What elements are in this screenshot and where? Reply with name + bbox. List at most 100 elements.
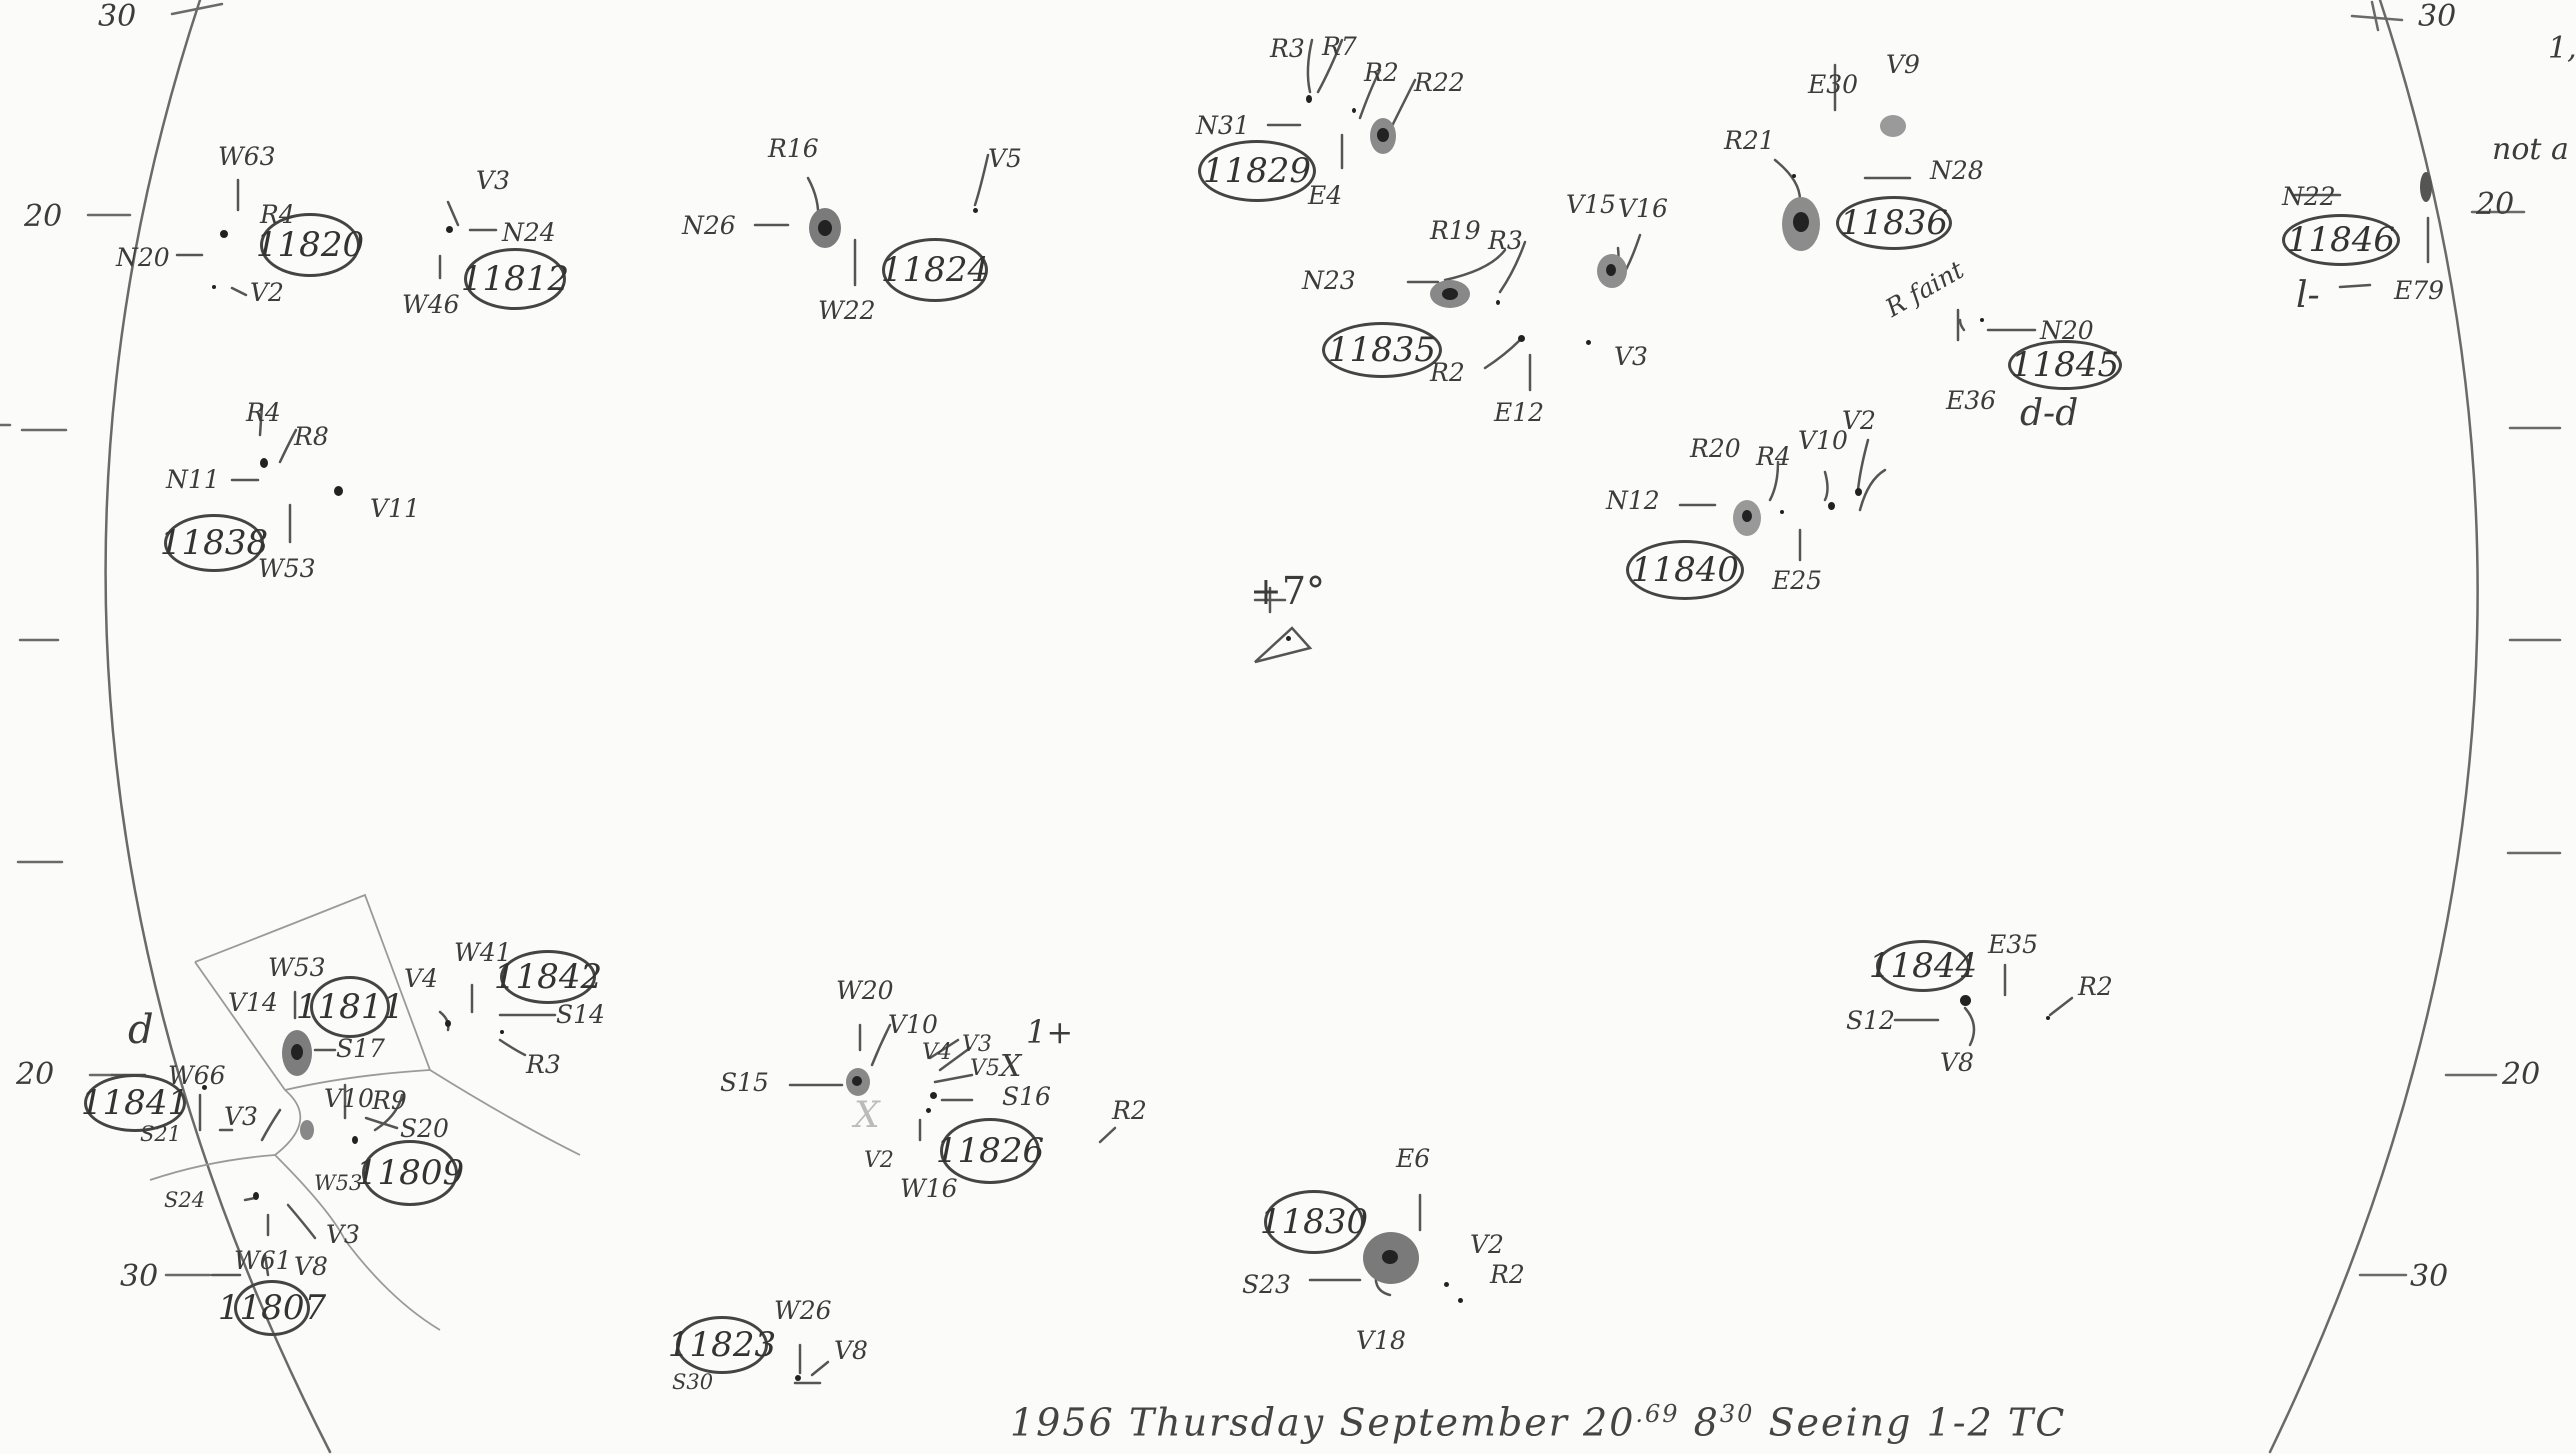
label-r2: R4 xyxy=(1756,442,1791,471)
label-lat: S30 xyxy=(672,1370,714,1394)
footer-observer: TC xyxy=(2007,1400,2067,1445)
group-oval-11842: 11842 xyxy=(494,950,602,1004)
pore xyxy=(1444,1282,1449,1287)
group-oval-11836: 11836 xyxy=(1836,196,1952,250)
group-oval-11824: 11824 xyxy=(881,238,989,302)
label-note: d-d xyxy=(2020,393,2079,434)
label-v: V8 xyxy=(834,1336,868,1365)
pore xyxy=(2046,1016,2050,1020)
label-r1: R19 xyxy=(1430,216,1481,245)
label-lon: W22 xyxy=(818,296,876,325)
label-rating: R2 xyxy=(1112,1096,1147,1125)
pore xyxy=(445,1020,451,1027)
pore xyxy=(1586,340,1591,345)
spot-11829-umbra xyxy=(1377,128,1389,142)
scale-label-right-30-bottom: 30 xyxy=(2410,1259,2449,1294)
pore xyxy=(334,486,343,496)
spot-11846 xyxy=(2420,172,2432,202)
scale-label-left-30-bottom: 30 xyxy=(120,1259,159,1294)
label-rating: R2 xyxy=(1490,1260,1525,1289)
label-lat: N20 xyxy=(116,243,170,272)
footer-time: 8 xyxy=(1693,1400,1720,1445)
group-oval-11812: 11812 xyxy=(461,248,569,310)
label-lat: S14 xyxy=(556,1000,605,1029)
footer-day: 20 xyxy=(1583,1400,1636,1445)
footer-time-minutes: 30 xyxy=(1719,1400,1755,1428)
label-v4: V5 xyxy=(970,1056,1000,1081)
group-oval-11845: 11845 xyxy=(2008,340,2122,390)
scale-label-right-30-top: 30 xyxy=(2418,0,2457,34)
label-lat1: S15 xyxy=(720,1068,769,1097)
footer-weekday: Thursday xyxy=(1128,1400,1326,1445)
pore xyxy=(1855,488,1862,496)
group-oval-11823: 11823 xyxy=(668,1316,776,1374)
spot-11835-umbra xyxy=(1442,288,1458,300)
label-r1: R4 xyxy=(246,398,281,427)
label-lat: N23 xyxy=(1302,266,1356,295)
group-oval-11830: 11830 xyxy=(1260,1190,1368,1254)
scale-label-left-20-bottom: 20 xyxy=(16,1057,55,1092)
label-r3: R2 xyxy=(1430,358,1465,387)
label-v2: V4 xyxy=(922,1040,952,1065)
label-lon: E6 xyxy=(1396,1144,1431,1173)
spot-11826-umbra xyxy=(852,1076,862,1086)
label-r2: R3 xyxy=(1488,226,1523,255)
label-lat: N24 xyxy=(502,218,556,247)
label-lon: W66 xyxy=(168,1061,226,1090)
label-v: V11 xyxy=(370,494,420,523)
label-lat: N12 xyxy=(1606,486,1660,515)
group-oval-11820: 11820 xyxy=(256,213,364,277)
label-lat: N28 xyxy=(1930,156,1984,185)
footer-year: 1956 xyxy=(1010,1400,1115,1445)
pore xyxy=(973,208,978,213)
label-r2: R8 xyxy=(294,422,329,451)
label-plus: 1+ xyxy=(1026,1013,1074,1051)
label-r1: R3 xyxy=(1270,34,1305,63)
label-lon: W53 xyxy=(314,1171,363,1195)
label-lon: W53 xyxy=(268,953,326,982)
pore xyxy=(1458,1298,1463,1303)
footer-month: September xyxy=(1339,1400,1569,1445)
pore xyxy=(930,1092,937,1099)
label-v2: V16 xyxy=(1618,194,1668,223)
footer-seeing-label: Seeing xyxy=(1768,1400,1913,1445)
label-r3: R2 xyxy=(1364,58,1399,87)
label-v1: V10 xyxy=(1798,426,1848,455)
label-lat: S23 xyxy=(1242,1270,1291,1299)
label-v3: V3 xyxy=(1614,342,1648,371)
pore xyxy=(1496,300,1500,305)
label-v1: V3 xyxy=(326,1220,360,1249)
right-edge-note: not a xyxy=(2492,132,2569,167)
label-lat: N26 xyxy=(682,211,736,240)
label-v: V10 xyxy=(324,1084,374,1113)
label-lon: W61 xyxy=(234,1246,292,1275)
group-oval-11841: 11841 xyxy=(81,1074,189,1132)
label-v5: V2 xyxy=(864,1148,894,1173)
group-oval-11846: 11846 xyxy=(2282,214,2400,266)
label-lat: S21 xyxy=(140,1122,182,1146)
left-limb-arc xyxy=(104,0,332,1454)
observation-footer: 1956 Thursday September 20.69 830 Seeing… xyxy=(1010,1400,2066,1445)
label-lon: E25 xyxy=(1772,566,1823,595)
scale-label-left-20-top: 20 xyxy=(24,199,63,234)
label-note: l- xyxy=(2296,275,2320,316)
spot-11811-umbra xyxy=(291,1044,303,1060)
label-rating: R9 xyxy=(372,1086,407,1115)
label-v: V9 xyxy=(1886,50,1920,79)
pore xyxy=(926,1108,931,1113)
label-lat: N31 xyxy=(1196,111,1250,140)
spot-11836-v9-penumbra xyxy=(1880,115,1906,137)
label-v: V3 xyxy=(476,166,510,195)
label-lon: E30 xyxy=(1808,70,1859,99)
label-lon: W26 xyxy=(774,1296,832,1325)
label-v: V4 xyxy=(404,964,438,993)
label-lon2: W16 xyxy=(900,1174,958,1203)
group-oval-11829: 11829 xyxy=(1198,140,1316,202)
label-v: V2 xyxy=(250,278,284,307)
label-r4: R22 xyxy=(1414,68,1465,97)
pore xyxy=(260,458,268,468)
label-lat: S24 xyxy=(164,1188,206,1212)
group-oval-11811: 11811 xyxy=(296,976,404,1038)
pore xyxy=(253,1192,259,1200)
scale-label-right-20-top: 20 xyxy=(2476,187,2515,222)
